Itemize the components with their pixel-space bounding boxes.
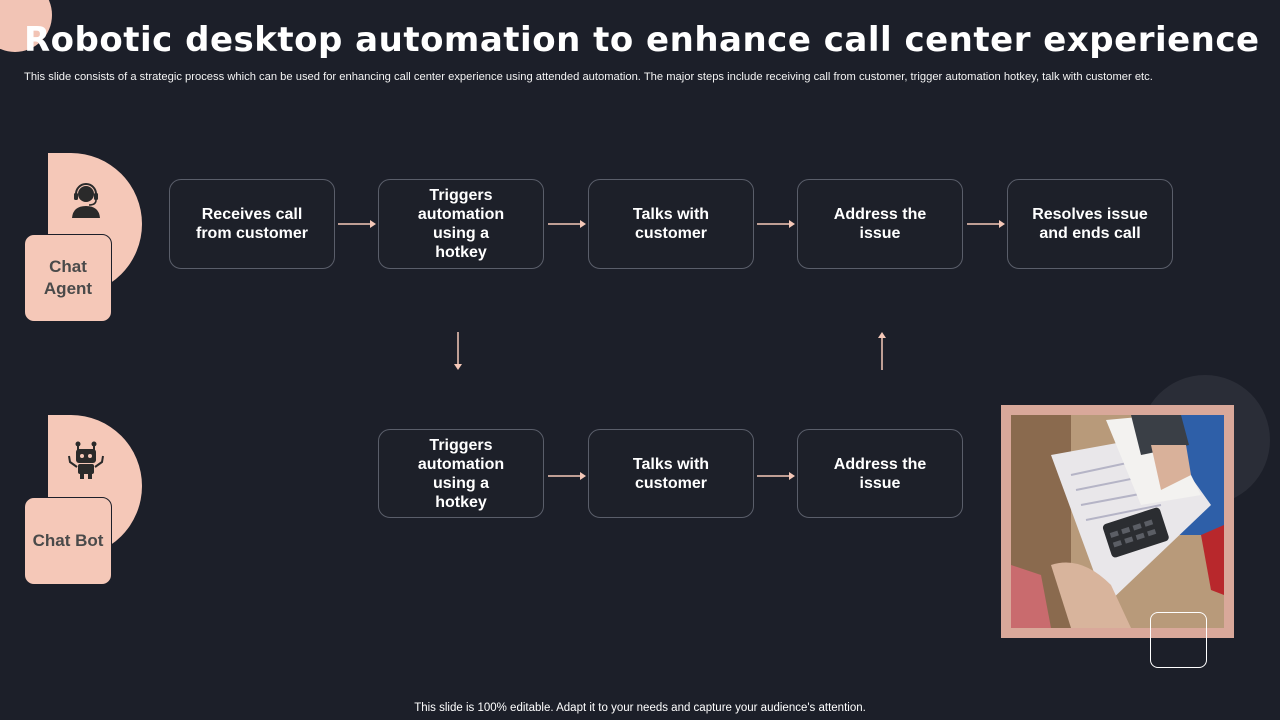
- bot-step-3: Address the issue: [797, 429, 963, 518]
- slide-title: Robotic desktop automation to enhance ca…: [24, 20, 1260, 60]
- arrow-right-4: [967, 220, 1005, 228]
- chat-bot-label: Chat Bot: [24, 497, 112, 585]
- arrow-right-2: [548, 220, 586, 228]
- empty-outline-box: [1150, 612, 1207, 668]
- headset-agent-icon: [66, 180, 106, 220]
- photo-frame: [1001, 405, 1234, 638]
- arrow-right-1: [338, 220, 376, 228]
- bot-step-2: Talks with customer: [588, 429, 754, 518]
- arrow-right-3: [757, 220, 795, 228]
- agent-step-2: Triggers automation using a hotkey: [378, 179, 544, 269]
- agent-step-4: Address the issue: [797, 179, 963, 269]
- agent-step-5: Resolves issue and ends call: [1007, 179, 1173, 269]
- arrow-down: [454, 332, 462, 370]
- arrow-right-5: [548, 472, 586, 480]
- arrow-right-6: [757, 472, 795, 480]
- calculator-photo: [1011, 415, 1224, 628]
- slide-subtitle: This slide consists of a strategic proce…: [24, 71, 1153, 83]
- bot-step-1: Triggers automation using a hotkey: [378, 429, 544, 518]
- agent-step-3: Talks with customer: [588, 179, 754, 269]
- robot-icon: [66, 440, 106, 480]
- agent-step-1: Receives call from customer: [169, 179, 335, 269]
- chat-agent-label: Chat Agent: [24, 234, 112, 322]
- slide-footer: This slide is 100% editable. Adapt it to…: [414, 702, 866, 714]
- arrow-up: [878, 332, 886, 370]
